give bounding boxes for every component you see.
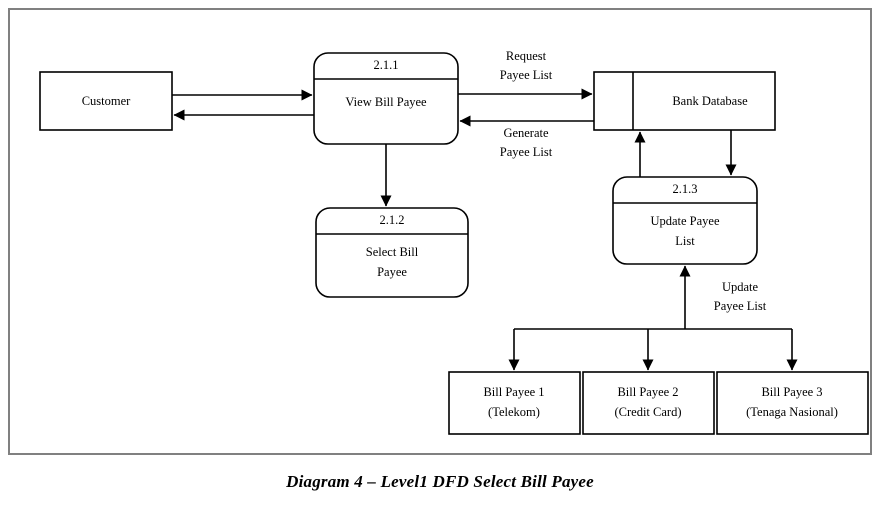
flow-request-payee-list-label-line1: Request bbox=[506, 49, 547, 63]
flow-generate-payee-list-label-line1: Generate bbox=[503, 126, 549, 140]
process-212-number: 2.1.2 bbox=[380, 213, 405, 227]
entity-customer[interactable]: Customer bbox=[39, 71, 173, 131]
flow-generate-payee-list-label-line2: Payee List bbox=[500, 145, 553, 159]
customer-box bbox=[39, 71, 173, 131]
process-2-1-1[interactable]: 2.1.1 View Bill Payee bbox=[313, 52, 459, 145]
process-211-number: 2.1.1 bbox=[374, 58, 399, 72]
bill-payee-1-label-line1: Bill Payee 1 bbox=[483, 385, 544, 399]
bill-payee-1-box bbox=[448, 371, 581, 435]
bank-database-box bbox=[593, 71, 776, 131]
bill-payee-1-label-line2: (Telekom) bbox=[488, 405, 540, 419]
bill-payee-3-label-line2: (Tenaga Nasional) bbox=[746, 405, 838, 419]
flow-update-payee-list-label-line2: Payee List bbox=[714, 299, 767, 313]
process-212-box bbox=[315, 207, 469, 298]
bill-payee-3-label-line1: Bill Payee 3 bbox=[761, 385, 822, 399]
flow-update-payee-list-label-line1: Update bbox=[722, 280, 759, 294]
entity-bill-payee-3[interactable]: Bill Payee 3 (Tenaga Nasional) bbox=[716, 371, 869, 435]
entity-bill-payee-2[interactable]: Bill Payee 2 (Credit Card) bbox=[582, 371, 715, 435]
process-2-1-3[interactable]: 2.1.3 Update Payee List bbox=[612, 176, 758, 265]
process-213-number: 2.1.3 bbox=[673, 182, 698, 196]
process-2-1-2[interactable]: 2.1.2 Select Bill Payee bbox=[315, 207, 469, 298]
diagram-frame: Customer 2.1.1 View Bill Payee 2.1.2 Sel… bbox=[8, 8, 872, 455]
dfd-canvas: Customer 2.1.1 View Bill Payee 2.1.2 Sel… bbox=[39, 49, 869, 435]
process-211-label: View Bill Payee bbox=[345, 95, 427, 109]
bill-payee-2-box bbox=[582, 371, 715, 435]
process-213-label-line1: Update Payee bbox=[650, 214, 720, 228]
process-212-label-line1: Select Bill bbox=[366, 245, 419, 259]
bank-database-label: Bank Database bbox=[672, 94, 748, 108]
process-212-label-line2: Payee bbox=[377, 265, 407, 279]
bill-payee-2-label-line2: (Credit Card) bbox=[615, 405, 682, 419]
process-213-box bbox=[612, 176, 758, 265]
process-213-label-line2: List bbox=[675, 234, 695, 248]
bill-payee-2-label-line1: Bill Payee 2 bbox=[617, 385, 678, 399]
flow-request-payee-list-label-line2: Payee List bbox=[500, 68, 553, 82]
data-store-bank-database[interactable]: Bank Database bbox=[593, 71, 776, 131]
bill-payee-3-box bbox=[716, 371, 869, 435]
customer-label: Customer bbox=[82, 94, 131, 108]
entity-bill-payee-1[interactable]: Bill Payee 1 (Telekom) bbox=[448, 371, 581, 435]
diagram-caption: Diagram 4 – Level1 DFD Select Bill Payee bbox=[286, 472, 594, 491]
